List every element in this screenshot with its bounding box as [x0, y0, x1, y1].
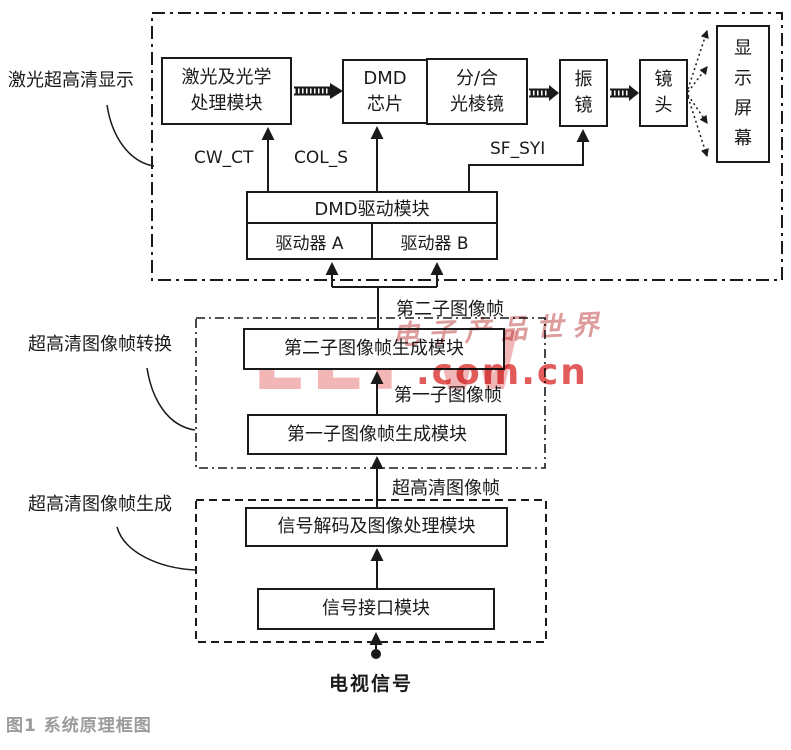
block-galvo-mirror: 振 镜: [559, 59, 608, 127]
signal-label-frame2: 第二子图像帧: [396, 299, 504, 320]
signal-label-frame1: 第一子图像帧: [394, 385, 502, 406]
arrow-sf-syi: [469, 129, 590, 191]
group-label-laser-display: 激光超高清显示: [8, 70, 134, 91]
signal-label-cw-ct: CW_CT: [194, 148, 254, 168]
driver-b-cell: 驱动器 B: [400, 233, 469, 254]
callout-arc-frame-generate: [117, 527, 195, 570]
light-arrow-prism-to-galvo: [529, 85, 559, 101]
block-lens: 镜 头: [639, 59, 688, 127]
block-frame1-generator: 第一子图像帧生成模块: [247, 414, 507, 455]
signal-label-uhd-frame: 超高清图像帧: [392, 478, 500, 499]
group-label-frame-generate: 超高清图像帧生成: [28, 494, 172, 515]
light-arrow-laser-to-dmd: [294, 83, 343, 99]
block-signal-interface-module: 信号接口模块: [257, 588, 495, 630]
block-display-screen: 显 示 屏 幕: [716, 25, 770, 163]
callout-arc-laser-display: [107, 105, 154, 166]
block-dmd-driver-module: DMD驱动模块 驱动器 A 驱动器 B: [246, 191, 498, 260]
block-frame2-generator: 第二子图像帧生成模块: [243, 328, 505, 370]
tv-signal-dot: [371, 649, 381, 659]
signal-label-sf-syi: SF_SYI: [490, 139, 546, 159]
block-signal-decode-module: 信号解码及图像处理模块: [245, 507, 508, 547]
block-dmd-chip: DMD 芯片: [342, 59, 428, 124]
projection-fan: [688, 29, 709, 158]
group-border-laser-display: [152, 13, 782, 280]
block-laser-optical-module: 激光及光学 处理模块: [161, 57, 292, 125]
block-split-combine-prism: 分/合 光棱镜: [426, 58, 528, 125]
group-border-frame-generate: [196, 500, 546, 642]
signal-label-col-s: COL_S: [294, 148, 349, 168]
watermark-domain: .com.cn: [416, 352, 588, 393]
figure-caption: 图1 系统原理框图: [6, 716, 152, 736]
group-label-frame-convert: 超高清图像帧转换: [28, 334, 172, 355]
light-arrow-galvo-to-lens: [610, 85, 639, 101]
dmd-driver-title: DMD驱动模块: [248, 193, 496, 224]
callout-arc-frame-convert: [147, 368, 195, 430]
driver-a-cell: 驱动器 A: [248, 224, 373, 258]
tv-signal-label: 电视信号: [329, 673, 414, 695]
